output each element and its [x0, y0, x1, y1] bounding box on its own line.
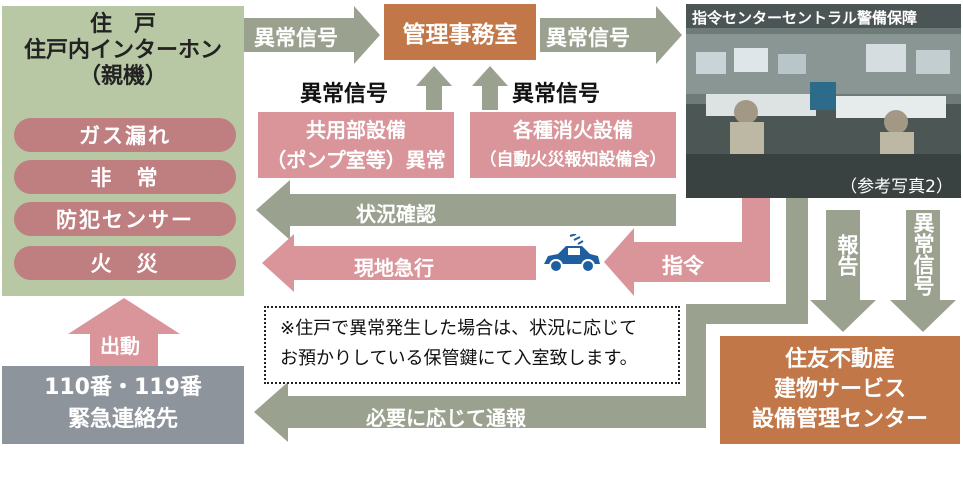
control-room-illustration — [686, 4, 961, 198]
management-office-label: 管理事務室 — [402, 22, 518, 48]
note-line2: お預かりしている保管鍵にて入室致します。 — [280, 348, 638, 369]
emergency-line2: 緊急連絡先 — [67, 407, 178, 432]
management-office-box: 管理事務室 — [384, 4, 536, 60]
label-abnormal-signal-right: 異常信号 — [546, 26, 630, 50]
label-abnormal-signal-left: 異常信号 — [254, 26, 338, 50]
patrol-car-icon — [544, 234, 600, 273]
shared-equipment-line2: （ポンプ室等）異常 — [266, 148, 446, 172]
sumitomo-line1: 住友不動産 — [784, 347, 895, 372]
residence-title: 住 戸 — [89, 12, 156, 37]
photo-caption: （参考写真2） — [840, 177, 953, 197]
alarm-gas-leak: ガス漏れ — [14, 118, 236, 152]
command-center-title: 指令センターセントラル警備保障 — [692, 9, 918, 27]
arrow-report-if-needed — [254, 194, 808, 442]
intercom-label: 住戸内インターホン — [23, 38, 222, 63]
shared-equipment-box: 共用部設備 （ポンプ室等）異常 — [258, 112, 454, 178]
arrow-status-check — [256, 180, 676, 240]
sumitomo-line3: 設備管理センター — [751, 407, 928, 432]
shared-equipment-line1: 共用部設備 — [306, 118, 406, 142]
master-unit-label: （親機） — [78, 64, 167, 89]
label-rush-to-site: 現地急行 — [354, 256, 434, 280]
label-status-check: 状況確認 — [356, 202, 436, 226]
sumitomo-line2: 建物サービス — [773, 377, 906, 402]
arrow-dispatch-up — [68, 298, 180, 366]
fire-equipment-line1: 各種消火設備 — [513, 118, 633, 142]
label-report: 報告 — [835, 234, 859, 276]
emergency-line1: 110番・119番 — [44, 375, 202, 400]
command-center-photo: 指令センターセントラル警備保障 （参考写真2） — [686, 4, 961, 198]
alarm-emergency: 非 常 — [14, 160, 236, 194]
emergency-contact-box: 110番・119番 緊急連絡先 — [2, 366, 244, 444]
alarm-security-sensor: 防犯センサー — [14, 202, 236, 236]
arrow-up-shared — [416, 66, 452, 110]
note-box: ※住戸で異常発生した場合は、状況に応じて お預かりしている保管鍵にて入室致します… — [264, 306, 680, 384]
arrow-command — [604, 194, 770, 296]
label-command: 指令 — [662, 254, 704, 278]
label-abnormal-signal-up-right: 異常信号 — [512, 82, 601, 107]
arrow-office-to-center — [540, 6, 682, 64]
facility-management-center-box: 住友不動産 建物サービス 設備管理センター — [720, 336, 960, 444]
arrow-report-down — [810, 210, 876, 332]
fire-equipment-line2: （自動火災報知設備含） — [479, 150, 667, 170]
label-abnormal-signal-down: 異常信号 — [911, 212, 935, 296]
alarm-fire: 火 災 — [14, 246, 236, 280]
arrow-rush-to-site — [262, 234, 536, 292]
arrow-up-fire — [472, 66, 508, 110]
fire-equipment-box: 各種消火設備 （自動火災報知設備含） — [470, 112, 676, 178]
arrow-abnormal-down — [890, 210, 956, 332]
label-abnormal-signal-up-left: 異常信号 — [300, 82, 389, 107]
label-report-if-needed: 必要に応じて通報 — [366, 406, 526, 430]
note-line1: ※住戸で異常発生した場合は、状況に応じて — [280, 318, 638, 339]
arrow-abnormal-to-office — [244, 6, 380, 64]
label-dispatch: 出動 — [100, 334, 140, 358]
residence-panel: 住 戸 住戸内インターホン （親機） ガス漏れ 非 常 防犯センサー 火 災 — [2, 6, 244, 296]
